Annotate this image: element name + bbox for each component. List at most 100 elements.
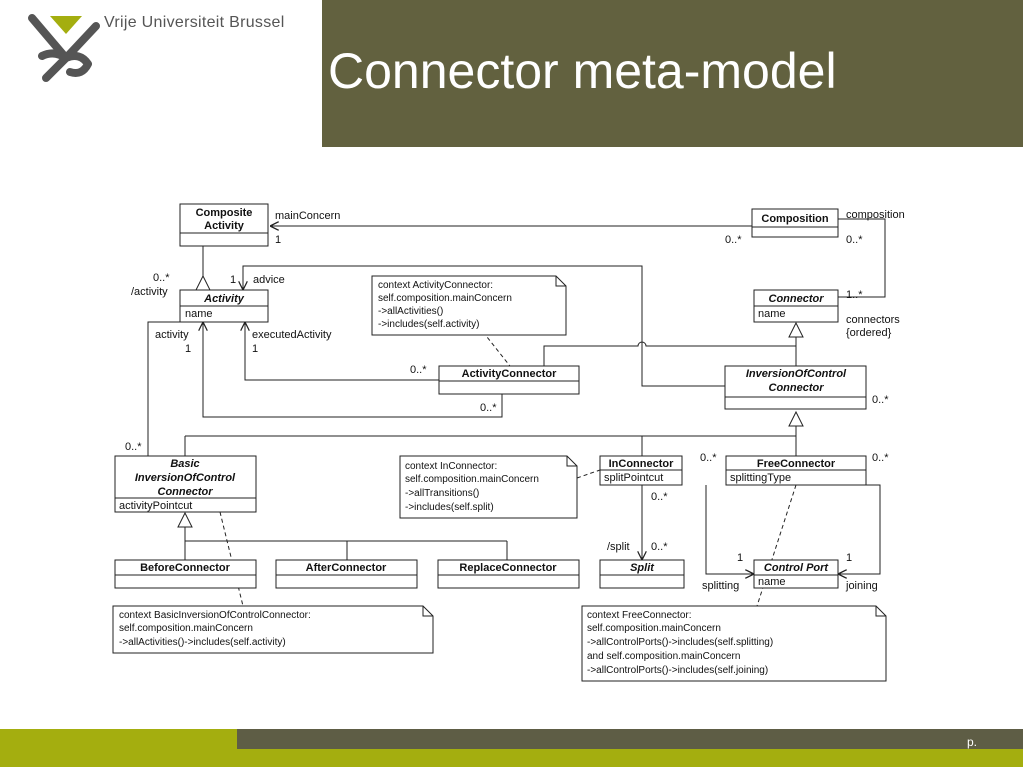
class-control-port-name: Control Port [764,562,829,574]
label-splitting: splitting [702,580,739,592]
note-basic-line-1: context BasicInversionOfControlConnector… [119,610,311,621]
note-ac-line-1: context ActivityConnector: [378,280,493,291]
label-main-concern: mainConcern [275,210,340,222]
note-basic-ioc [112,605,434,654]
label-one-d: 1 [252,343,258,355]
class-composite-activity-name2: Activity [204,220,245,232]
label-zero-many-k: 0..* [651,541,668,553]
assoc-advice [243,265,725,387]
label-one-e: 1 [737,552,743,564]
footer-dark-strip [237,729,957,749]
class-basic-ioc [114,455,257,513]
class-ioc-connector [724,365,867,410]
note-free-line-3: ->allControlPorts()->includes(self.split… [587,637,773,648]
label-one-b: 1 [230,274,236,286]
assoc-composition [838,218,886,298]
note-free-line-2: self.composition.mainConcern [587,623,721,634]
label-zero-many-b: 0..* [846,234,863,246]
tri-connector [788,321,804,338]
class-activity-connector-name: ActivityConnector [462,368,557,380]
class-after-connector [275,559,418,589]
note-in-line-1: context InConnector: [405,461,497,472]
note-basic-line-2: self.composition.mainConcern [119,623,253,634]
university-name: Vrije Universiteit Brussel [104,14,285,31]
label-zero-many-a: 0..* [725,234,742,246]
label-connectors: connectors [846,314,900,326]
slide-title: Connector meta-model [328,43,837,99]
note-ac-line-2: self.composition.mainConcern [378,293,512,304]
class-control-port-attr: name [758,576,786,588]
label-zero-many-h: 0..* [700,452,717,464]
assoc-basic-activity [147,321,180,456]
note-in-line-3: ->allTransitions() [405,488,479,499]
class-free-connector-attr: splittingType [730,472,791,484]
class-before-connector [114,559,257,589]
assoc-joining [838,484,881,574]
note-anchor-basic [219,511,244,607]
class-split [599,559,685,589]
note-in-connector [399,455,578,519]
class-replace-connector [437,559,580,589]
class-split-name: Split [630,562,655,574]
class-composition [751,208,839,238]
label-one-c: 1 [185,343,191,355]
class-composite-activity [179,203,269,247]
label-composition-role: composition [846,209,905,221]
note-ac-line-4: ->includes(self.activity) [378,319,479,330]
label-zero-many-f: 0..* [872,394,889,406]
label-zero-many-i: 0..* [872,452,889,464]
class-in-connector-attr: splitPointcut [604,472,663,484]
class-connector-name: Connector [769,293,825,305]
class-ioc-name2: Connector [769,382,825,394]
label-one-f: 1 [846,552,852,564]
note-ac-line-3: ->allActivities() [378,306,443,317]
class-composite-activity-name1: Composite [196,207,253,219]
label-slash-activity: /activity [131,286,168,298]
label-activity-role: activity [155,329,189,341]
note-basic-line-3: ->allActivities()->includes(self.activit… [119,637,286,648]
class-activity-attr: name [185,308,213,320]
note-free-line-4: and self.composition.mainConcern [587,651,740,662]
note-anchor-activity [482,331,511,367]
class-in-connector-name: InConnector [609,458,674,470]
class-connector-attr: name [758,308,786,320]
label-ordered: {ordered} [846,327,892,339]
tri-ioc [788,410,804,427]
label-slash-split: /split [607,541,630,553]
university-logo [28,14,100,82]
tri-composite-activity [195,274,211,291]
footer-page-box [957,729,1023,749]
class-replace-name: ReplaceConnector [459,562,557,574]
label-one-many: 1..* [846,289,863,301]
assoc-activity-connector-activity [203,322,503,418]
label-executed-activity: executedActivity [252,329,332,341]
assoc-splitting [705,485,754,574]
class-basic-attr: activityPointcut [119,500,192,512]
label-one-a: 1 [275,234,281,246]
note-in-line-4: ->includes(self.split) [405,502,494,513]
logo-area: Vrije Universiteit Brussel [0,0,322,147]
class-before-name: BeforeConnector [140,562,231,574]
header-band [322,0,1023,147]
class-activity-connector [438,365,580,395]
label-advice: advice [253,274,285,286]
logo-triangle [50,16,82,34]
page-number-label: p. [967,735,978,749]
note-free-connector [581,605,887,682]
class-activity-name: Activity [203,293,245,305]
label-zero-many-c: 0..* [153,272,170,284]
label-zero-many-d: 0..* [410,364,427,376]
class-basic-name1: Basic [170,458,199,470]
class-ioc-name1: InversionOfControl [746,368,847,380]
class-basic-name2: InversionOfControl [135,472,236,484]
class-basic-name3: Connector [158,486,214,498]
logo-mark [28,14,100,82]
tri-basic [177,511,193,528]
note-free-line-5: ->allControlPorts()->includes(self.joini… [587,665,768,676]
note-anchor-in [576,469,601,479]
label-zero-many-j: 0..* [651,491,668,503]
assoc-executed-activity [245,322,439,381]
class-after-name: AfterConnector [306,562,387,574]
note-activity-connector [371,275,567,336]
class-free-connector-name: FreeConnector [757,458,836,470]
